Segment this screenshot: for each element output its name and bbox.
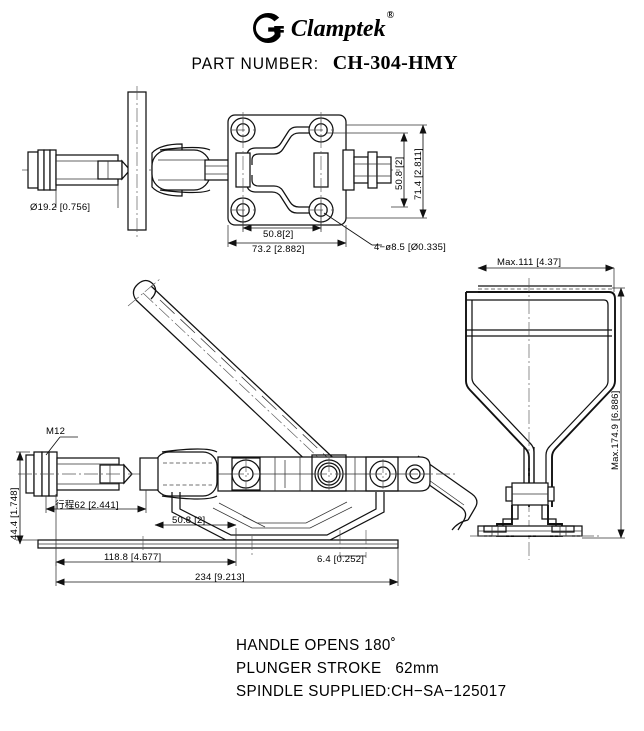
front-base bbox=[470, 505, 600, 537]
clamptek-logo-icon bbox=[251, 11, 285, 45]
dim-hole-spacing-horizontal: 50.8[2] bbox=[263, 229, 293, 240]
dim-hole-callout: 4−ø8.5 [Ø0.335] bbox=[374, 242, 446, 253]
dim-plate-thickness: 6.4 [0.252] bbox=[317, 554, 364, 565]
part-number-line: PART NUMBER: CH-304-HMY bbox=[0, 52, 644, 75]
side-view-dimensions: M12 44.4 [1.748] 行程62 [2.441] 50.8 [2] 1… bbox=[9, 426, 399, 586]
note-plunger-stroke: PLUNGER STROKE 62mm bbox=[236, 660, 440, 677]
title-block: Clamptek® PART NUMBER: CH-304-HMY bbox=[0, 8, 644, 75]
dim-plate-width: 73.2 [2.882] bbox=[252, 244, 305, 255]
dim-front-length: 118.8 [4.677] bbox=[104, 552, 161, 563]
dim-mount-height: 50.8 [2] bbox=[394, 157, 405, 190]
base-plate bbox=[37, 530, 399, 560]
part-number-label: PART NUMBER: bbox=[191, 54, 320, 73]
dim-overall-length: 234 [9.213] bbox=[195, 572, 245, 583]
dim-stroke: 行程62 [2.441] bbox=[55, 499, 119, 511]
note-handle-opens: HANDLE OPENS 180˚ bbox=[236, 637, 397, 654]
registered-mark-icon: ® bbox=[386, 10, 395, 21]
brand-name: Clamptek® bbox=[290, 10, 395, 42]
part-number-value: CH-304-HMY bbox=[332, 52, 458, 74]
dim-plunger-diameter: Ø19.2 [0.756] bbox=[30, 202, 90, 213]
dim-thread-callout: M12 bbox=[46, 426, 65, 437]
side-view-elevation: M12 44.4 [1.748] 行程62 [2.441] 50.8 [2] 1… bbox=[9, 278, 478, 586]
dim-base-height: 44.4 [1.748] bbox=[9, 487, 20, 540]
mounting-plate bbox=[227, 112, 347, 230]
handle-grip bbox=[407, 455, 478, 531]
side-barrel bbox=[139, 448, 218, 500]
side-spindle bbox=[18, 451, 455, 497]
top-view-plan: Ø19.2 [0.756] 50.8[2] 73.2 [2.882] 50.8 … bbox=[22, 86, 446, 255]
right-shaft-end bbox=[342, 149, 392, 191]
stem-nut bbox=[505, 482, 555, 506]
top-view-dimensions: Ø19.2 [0.756] 50.8[2] 73.2 [2.882] 50.8 … bbox=[30, 124, 446, 255]
brand-row: Clamptek® bbox=[0, 8, 644, 48]
dim-max-height: Max.174.9 [6.886] bbox=[610, 391, 621, 470]
body-barrel bbox=[151, 143, 211, 197]
front-view-dimensions: Max.111 [4.37] Max.174.9 [6.886] bbox=[477, 257, 625, 539]
link-bar bbox=[217, 454, 431, 492]
notes-block: HANDLE OPENS 180˚ PLUNGER STROKE 62mm SP… bbox=[236, 634, 506, 703]
dim-plate-outer-height: 71.4 [2.811] bbox=[413, 148, 424, 200]
yoke-handle bbox=[465, 278, 616, 560]
front-view-section: Max.111 [4.37] Max.174.9 [6.886] bbox=[465, 257, 625, 560]
dim-max-width: Max.111 [4.37] bbox=[497, 257, 561, 268]
spindle-assembly bbox=[27, 149, 131, 191]
dim-base-hole-spacing: 50.8 [2] bbox=[172, 515, 205, 526]
note-spindle-supplied: SPINDLE SUPPLIED:CH−SA−125017 bbox=[236, 683, 507, 700]
handle-lever bbox=[127, 278, 346, 484]
